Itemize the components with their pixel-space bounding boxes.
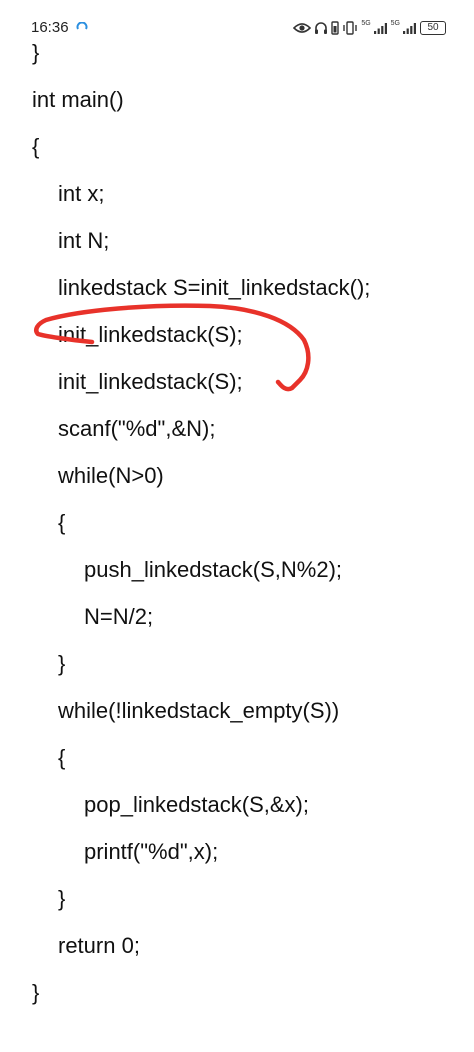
code-line-main-signature: int main() — [32, 87, 124, 112]
code-line-printf: printf("%d",x); — [84, 839, 219, 864]
code-line-declare-x: int x; — [58, 181, 105, 206]
signal-icon-2 — [403, 23, 416, 34]
eye-icon — [293, 23, 312, 33]
code-line-declare-n: int N; — [58, 228, 110, 253]
code-line-while-not-empty: while(!linkedstack_empty(S)) — [58, 698, 340, 723]
code-line-while2-close: } — [58, 886, 66, 911]
network-label-2: 5G — [390, 19, 400, 27]
code-line-open-brace: { — [32, 134, 40, 159]
status-bar: 16:36 5G 5G — [0, 0, 474, 52]
vibrate-icon — [343, 21, 358, 35]
code-line-init-stack-circled: init_linkedstack(S); — [58, 322, 243, 347]
code-line-return: return 0; — [58, 933, 140, 958]
signal-icon-1 — [373, 23, 387, 34]
status-time: 16:36 — [31, 19, 69, 36]
code-line-while2-open: { — [58, 745, 66, 770]
code-line-pop: pop_linkedstack(S,&x); — [84, 792, 309, 817]
code-line-closing-brace-prev: } — [32, 40, 40, 65]
code-line-while-close: } — [58, 651, 66, 676]
code-line-push: push_linkedstack(S,N%2); — [84, 557, 343, 582]
battery-indicator: 50 — [420, 21, 446, 35]
code-line-while-n: while(N>0) — [58, 463, 164, 488]
code-line-init-stack-circled-2: init_linkedstack(S); — [58, 369, 243, 394]
network-label-1: 5G — [361, 19, 371, 27]
code-line-main-close: } — [32, 980, 40, 1005]
code-line-create-stack: linkedstack S=init_linkedstack(); — [58, 275, 371, 300]
code-line-while-open: { — [58, 510, 66, 535]
phone-battery-icon — [331, 21, 340, 35]
code-line-halve-n: N=N/2; — [84, 604, 154, 629]
sync-icon — [76, 22, 88, 30]
code-line-scanf: scanf("%d",&N); — [58, 416, 216, 441]
headphones-icon — [315, 22, 328, 34]
status-icons: 5G 5G 50 — [293, 18, 446, 38]
